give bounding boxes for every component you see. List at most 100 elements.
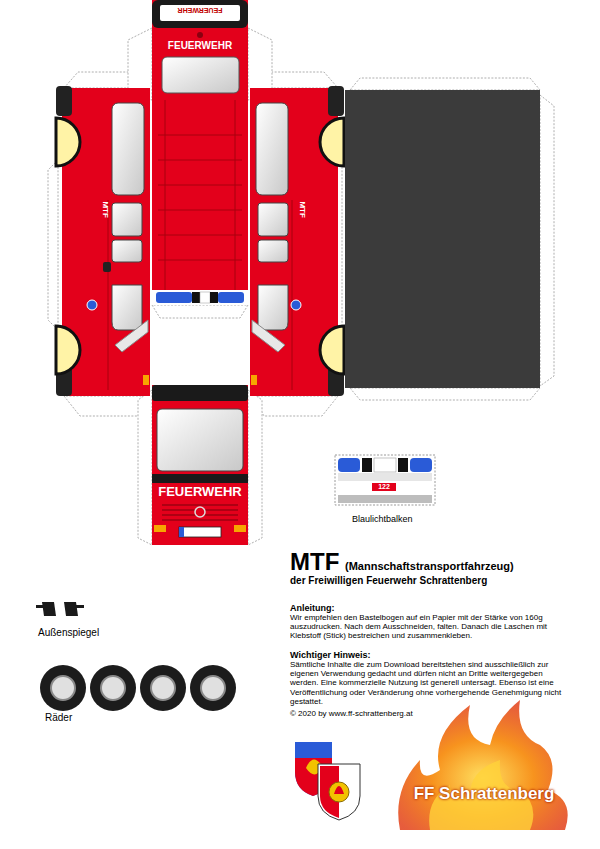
wheel-part [90, 665, 136, 711]
left-side-piece [56, 86, 150, 396]
left-side-piece [112, 285, 142, 330]
roof-piece [158, 260, 242, 261]
light-bar-piece [410, 458, 432, 472]
right-side-piece [320, 118, 344, 166]
sheet-title: MTF [290, 548, 339, 576]
light-bar-piece [398, 458, 408, 472]
notice-text: Sämtliche Inhalte die zum Download berei… [290, 660, 562, 706]
roof-piece [156, 292, 192, 303]
right-side-piece [258, 285, 288, 330]
left-side-piece [56, 118, 80, 166]
part-name: Blaulichtbalken [352, 514, 413, 524]
front-piece [152, 385, 248, 545]
roof-piece [200, 292, 210, 303]
front-piece [152, 474, 248, 483]
right-side-piece [251, 375, 257, 385]
front-piece [179, 527, 184, 537]
glue-tab [248, 390, 262, 545]
roof-lettering: FEUERWEHR [160, 6, 240, 14]
front-piece [154, 525, 166, 532]
right-side-piece [291, 300, 301, 310]
light-bar-piece [335, 455, 435, 505]
roof-piece [158, 185, 242, 186]
roof-piece [235, 100, 236, 290]
glue-tab [64, 396, 150, 416]
flame-graphic [398, 700, 567, 830]
light-bar-piece [338, 495, 432, 503]
section-heading: Anleitung: [290, 603, 335, 613]
front-lettering: FEUERWEHR [152, 485, 248, 500]
front-piece [152, 385, 248, 545]
roof-piece [158, 210, 242, 211]
glue-tab [350, 388, 540, 400]
mirror-part [64, 602, 78, 616]
wheel-part [101, 676, 125, 700]
light-bar-piece [335, 455, 435, 505]
front-piece [162, 504, 238, 505]
glue-tab [138, 390, 152, 545]
front-piece [234, 525, 246, 532]
cab-top-piece [152, 0, 248, 100]
light-bar-piece [374, 458, 396, 472]
roof-piece [158, 100, 242, 290]
front-piece [179, 527, 221, 537]
roof-piece [158, 235, 242, 236]
cab-top-piece [152, 0, 248, 100]
instruction-text: Wir empfehlen den Bastelbogen auf ein Pa… [290, 613, 558, 641]
brand-logo-text: FF Schrattenberg [404, 784, 564, 804]
front-piece [157, 409, 243, 471]
subtitle: (Mannschaftstransportfahrzeug) [345, 560, 514, 573]
right-side-piece [256, 103, 288, 195]
light-bar-piece [362, 458, 372, 472]
glue-tab [350, 78, 540, 90]
left-side-piece [112, 203, 142, 236]
left-side-piece [115, 320, 148, 352]
glue-tab [540, 95, 554, 386]
front-piece [195, 507, 205, 517]
left-side-piece [143, 375, 149, 385]
right-side-piece [328, 86, 344, 116]
right-side-piece [258, 203, 288, 236]
cab-lettering: FEUERWEHR [152, 40, 248, 52]
wheel-part [40, 665, 236, 711]
glue-tab [152, 305, 248, 318]
light-bar-piece [338, 458, 360, 472]
cab-top-piece [160, 5, 240, 21]
right-side-piece [292, 200, 293, 390]
wheel-part [190, 665, 236, 711]
side-lettering: MTF [100, 190, 109, 230]
right-side-piece [250, 86, 344, 396]
roof-piece [210, 292, 218, 303]
mirror-part [76, 605, 84, 608]
front-piece [162, 505, 238, 520]
cab-top-piece [152, 0, 248, 28]
roof-piece [152, 100, 248, 305]
cab-top-piece [197, 32, 203, 38]
copyright-note: © 2020 by www.ff-schrattenberg.at [290, 709, 413, 718]
mirror-part [36, 605, 44, 608]
wheel-part [140, 665, 186, 711]
part-name: Außenspiegel [38, 627, 99, 639]
left-side-piece [56, 86, 72, 116]
right-side-piece [320, 326, 344, 374]
rear-flap [345, 90, 540, 388]
left-side-piece [103, 262, 111, 272]
fire-brigade-emblem [334, 786, 344, 794]
left-side-piece [56, 326, 80, 374]
left-side-piece [87, 300, 97, 310]
wheel-part [40, 665, 86, 711]
right-side-piece [258, 240, 288, 262]
front-piece [162, 519, 238, 520]
flame-graphic [398, 700, 567, 830]
vehicle-number: 122 [372, 483, 396, 491]
mirror-part [42, 602, 56, 616]
wheel-part [51, 676, 75, 700]
section-heading: Wichtiger Hinweis: [290, 650, 370, 660]
subtitle: der Freiwilligen Feuerwehr Schrattenberg [290, 575, 487, 587]
front-piece [152, 385, 248, 401]
mirror-part [36, 602, 84, 616]
glue-tab [48, 28, 554, 545]
fire-brigade-emblem [329, 782, 349, 802]
part-name: Räder [45, 712, 72, 724]
left-side-piece [112, 103, 144, 195]
